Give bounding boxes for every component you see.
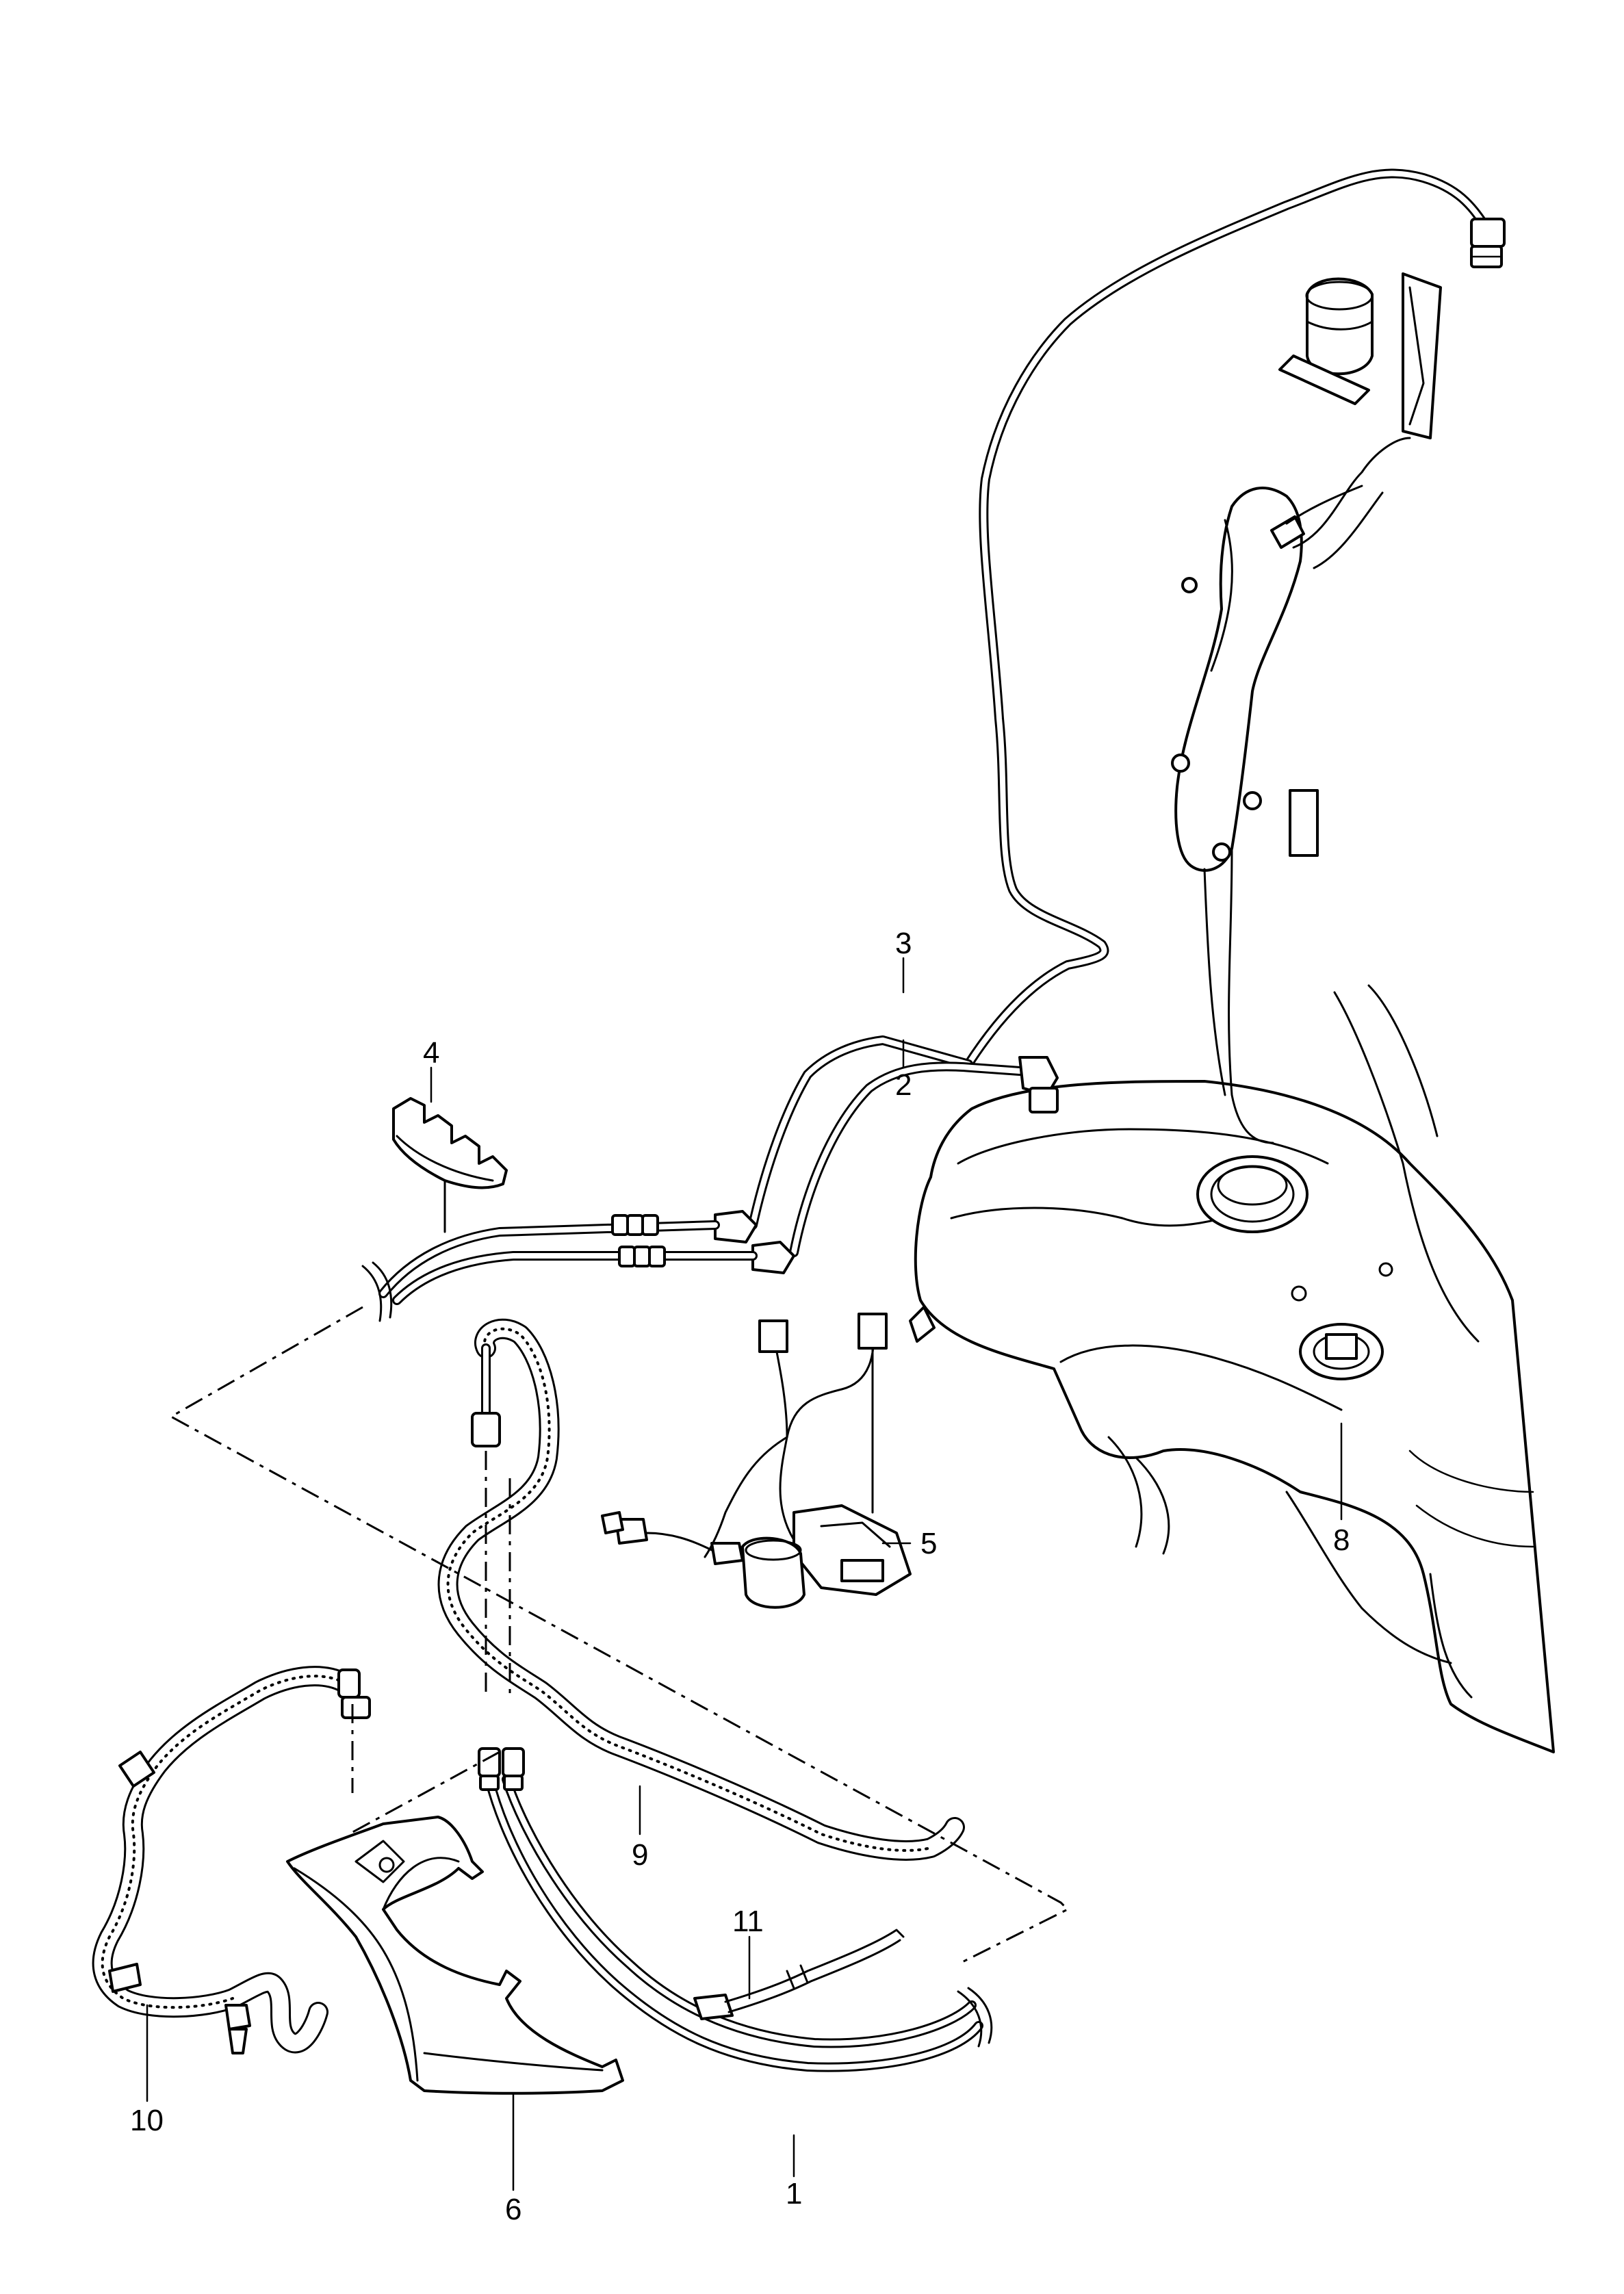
fuel-lines-2-3 [714, 1035, 1059, 1274]
cable-tie-11 [693, 1929, 905, 2020]
fuel-hose-9 [437, 1318, 965, 1861]
heat-shield-6 [286, 1816, 624, 2095]
callout-1: 1 [786, 2177, 802, 2211]
callout-labels: 1 2 3 4 5 6 8 9 10 11 [130, 927, 1350, 2226]
line-connector-stubs [611, 1214, 666, 1267]
callout-5: 5 [920, 1527, 937, 1560]
fuel-tank [914, 984, 1555, 1753]
sensor-harness-5 [601, 1306, 936, 1609]
callout-10: 10 [130, 2104, 164, 2137]
assembly-leaders [168, 1306, 1070, 1966]
callout-4: 4 [423, 1036, 439, 1070]
callout-8: 8 [1333, 1523, 1350, 1557]
callout-11: 11 [732, 1905, 764, 1938]
callout-9: 9 [632, 1838, 648, 1872]
callout-leaders [146, 957, 1343, 2191]
filler-neck [1171, 272, 1442, 1144]
callout-3: 3 [895, 927, 912, 960]
line-clip-4 [392, 1097, 508, 1233]
vent-line [964, 168, 1506, 1069]
fuel-hose-10 [92, 1666, 371, 2054]
callout-6: 6 [505, 2193, 521, 2226]
callout-2: 2 [895, 1068, 912, 1102]
fuel-line-pair [361, 1214, 993, 2072]
